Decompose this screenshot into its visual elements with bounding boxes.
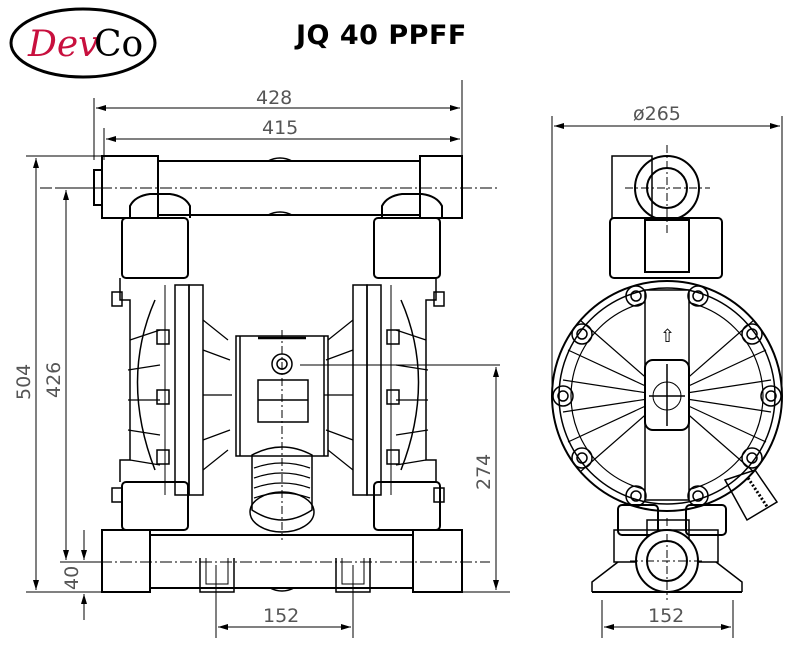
flow-arrow-icon: ⇧ <box>660 326 675 347</box>
front-view <box>26 80 510 638</box>
logo-co-text: Co <box>94 24 143 65</box>
dim-port-width: 415 <box>262 117 298 139</box>
dim-port-centers: 426 <box>43 362 65 398</box>
dim-base-width-side: 152 <box>648 605 684 627</box>
dim-overall-width: 428 <box>256 87 292 109</box>
model-title: JQ 40 PPFF <box>296 20 467 51</box>
dim-overall-height: 504 <box>13 364 35 400</box>
dim-diameter: ø265 <box>633 103 681 125</box>
dim-inlet-height: 40 <box>61 566 83 590</box>
dim-air-inlet-height: 274 <box>473 454 495 490</box>
logo-dev-text: Dev <box>27 24 99 65</box>
side-view <box>551 116 783 638</box>
devco-logo: Dev Co <box>8 6 158 80</box>
dim-mount-spacing-front: 152 <box>263 605 299 627</box>
